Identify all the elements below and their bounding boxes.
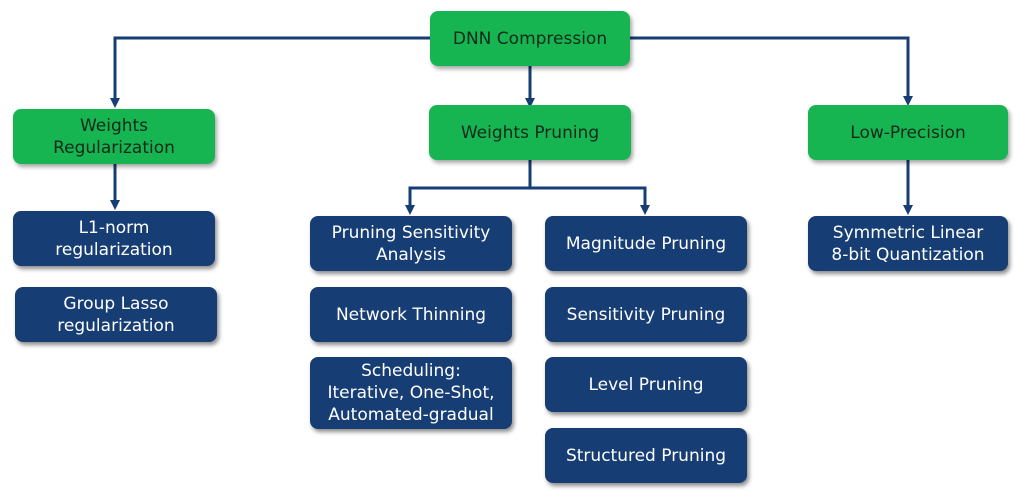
low-precision-node: Low-Precision xyxy=(808,105,1008,160)
magnitude-pruning-node: Magnitude Pruning xyxy=(545,216,747,271)
group-lasso-regularization-node: Group Lasso regularization xyxy=(15,287,217,342)
level-pruning-node: Level Pruning xyxy=(545,357,747,412)
network-thinning-node: Network Thinning xyxy=(310,287,512,342)
edge-weights-pruning-split xyxy=(405,160,532,215)
edge-weights-pruning-to-magnitude xyxy=(530,186,650,215)
weights-regularization-node: Weights Regularization xyxy=(13,109,215,164)
edge-root-to-low-precision xyxy=(630,36,913,106)
weights-pruning-node: Weights Pruning xyxy=(429,105,631,160)
sensitivity-pruning-node: Sensitivity Pruning xyxy=(545,287,747,342)
scheduling-node: Scheduling: Iterative, One-Shot, Automat… xyxy=(310,357,512,429)
symmetric-linear-quantization-node: Symmetric Linear 8-bit Quantization xyxy=(808,216,1008,271)
structured-pruning-node: Structured Pruning xyxy=(545,428,747,483)
pruning-sensitivity-analysis-node: Pruning Sensitivity Analysis xyxy=(310,216,512,271)
edge-root-to-weights-regularization xyxy=(110,36,430,108)
l1-norm-regularization-node: L1-norm regularization xyxy=(13,211,215,266)
dnn-compression-node: DNN Compression xyxy=(430,11,630,66)
